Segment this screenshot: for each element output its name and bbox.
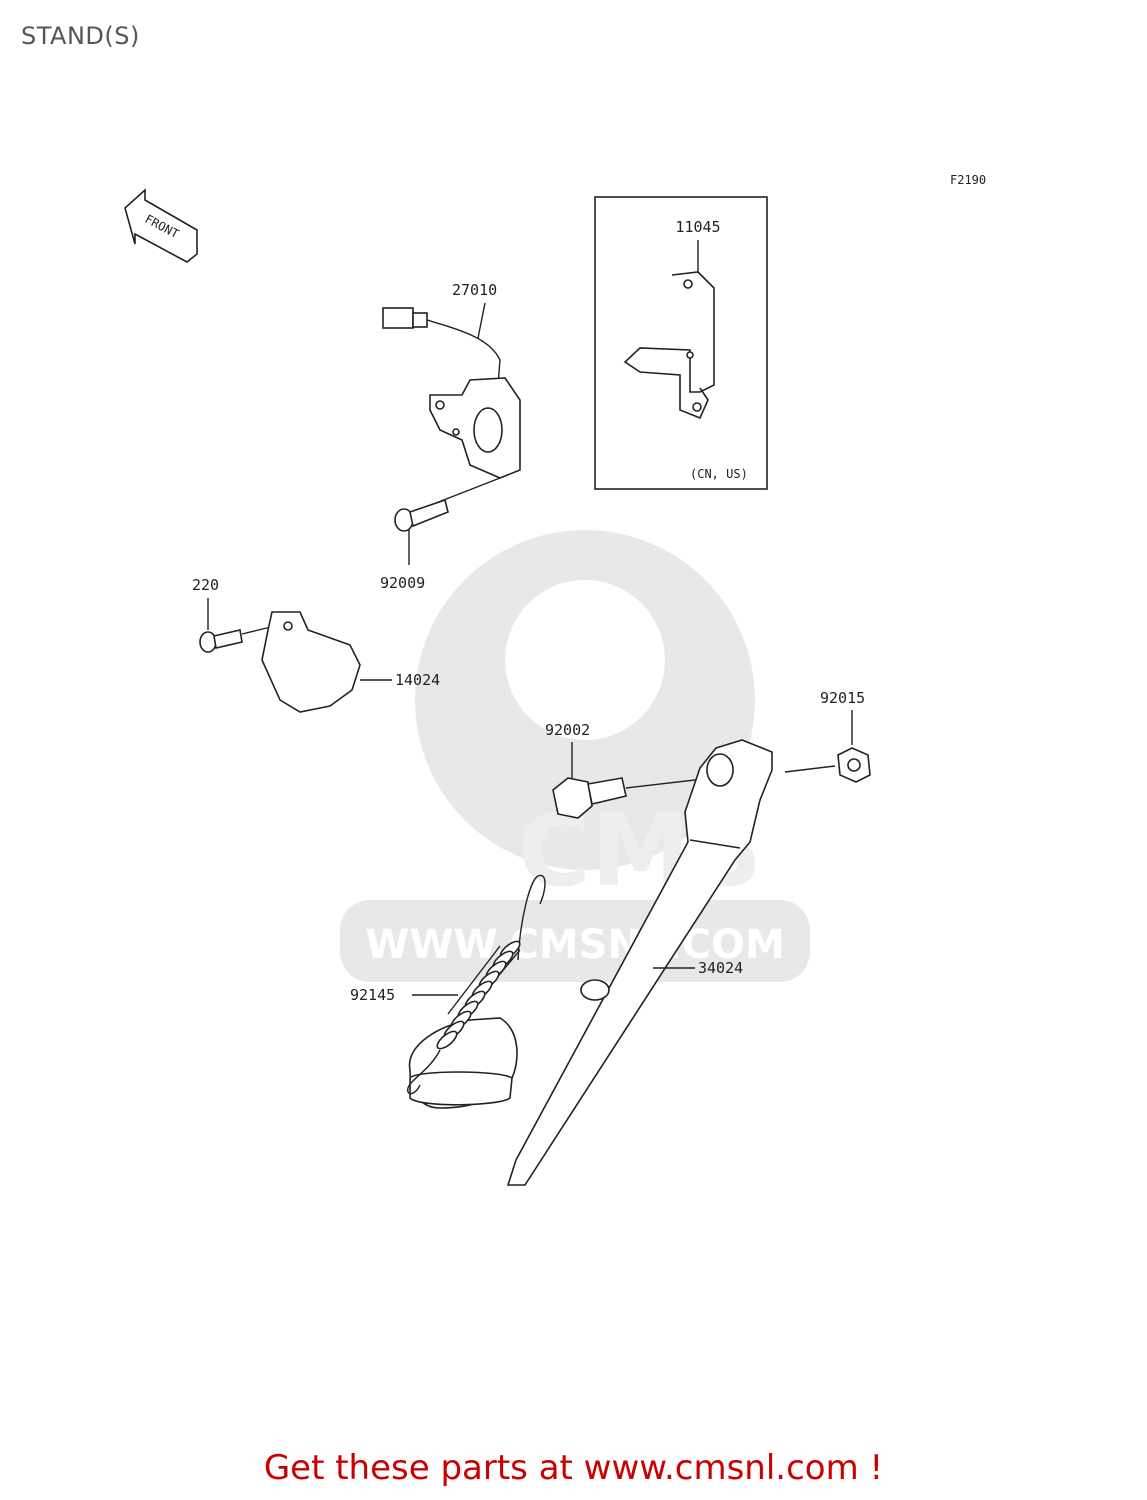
screw-92009: 92009: [380, 477, 501, 592]
spring-92145: 92145: [350, 874, 546, 1095]
figure-code: F2190: [950, 173, 986, 187]
part-label-220[interactable]: 220: [192, 576, 219, 594]
inset-box-11045: 11045 (CN, US): [594, 196, 768, 490]
part-label-92002[interactable]: 92002: [545, 721, 590, 739]
page-title: STAND(S): [21, 22, 140, 50]
part-label-14024[interactable]: 14024: [395, 671, 440, 689]
side-stand-34024: 34024: [408, 739, 773, 1186]
front-arrow-icon: FRONT: [124, 188, 198, 263]
cover-14024: 14024: [261, 611, 440, 713]
part-label-92009[interactable]: 92009: [380, 574, 425, 592]
watermark-face: [505, 580, 665, 740]
watermark-url-text: WWW.CMSNL.COM: [365, 922, 785, 968]
parts-diagram: CMS WWW.CMSNL.COM F2190 FRONT 11045 (CN,…: [124, 173, 986, 1186]
nut-92015: 92015: [784, 689, 871, 783]
screw-220: 220: [192, 576, 276, 653]
bolt-92002: 92002: [545, 721, 713, 819]
part-label-27010[interactable]: 27010: [452, 281, 497, 299]
part-label-92015[interactable]: 92015: [820, 689, 865, 707]
footer-link[interactable]: Get these parts at www.cmsnl.com !: [263, 1448, 884, 1488]
part-label-92145[interactable]: 92145: [350, 986, 395, 1004]
side-stand-switch-27010: 27010: [382, 281, 521, 479]
part-label-11045[interactable]: 11045: [675, 218, 720, 236]
inset-note: (CN, US): [690, 467, 748, 481]
part-label-34024[interactable]: 34024: [698, 959, 743, 977]
